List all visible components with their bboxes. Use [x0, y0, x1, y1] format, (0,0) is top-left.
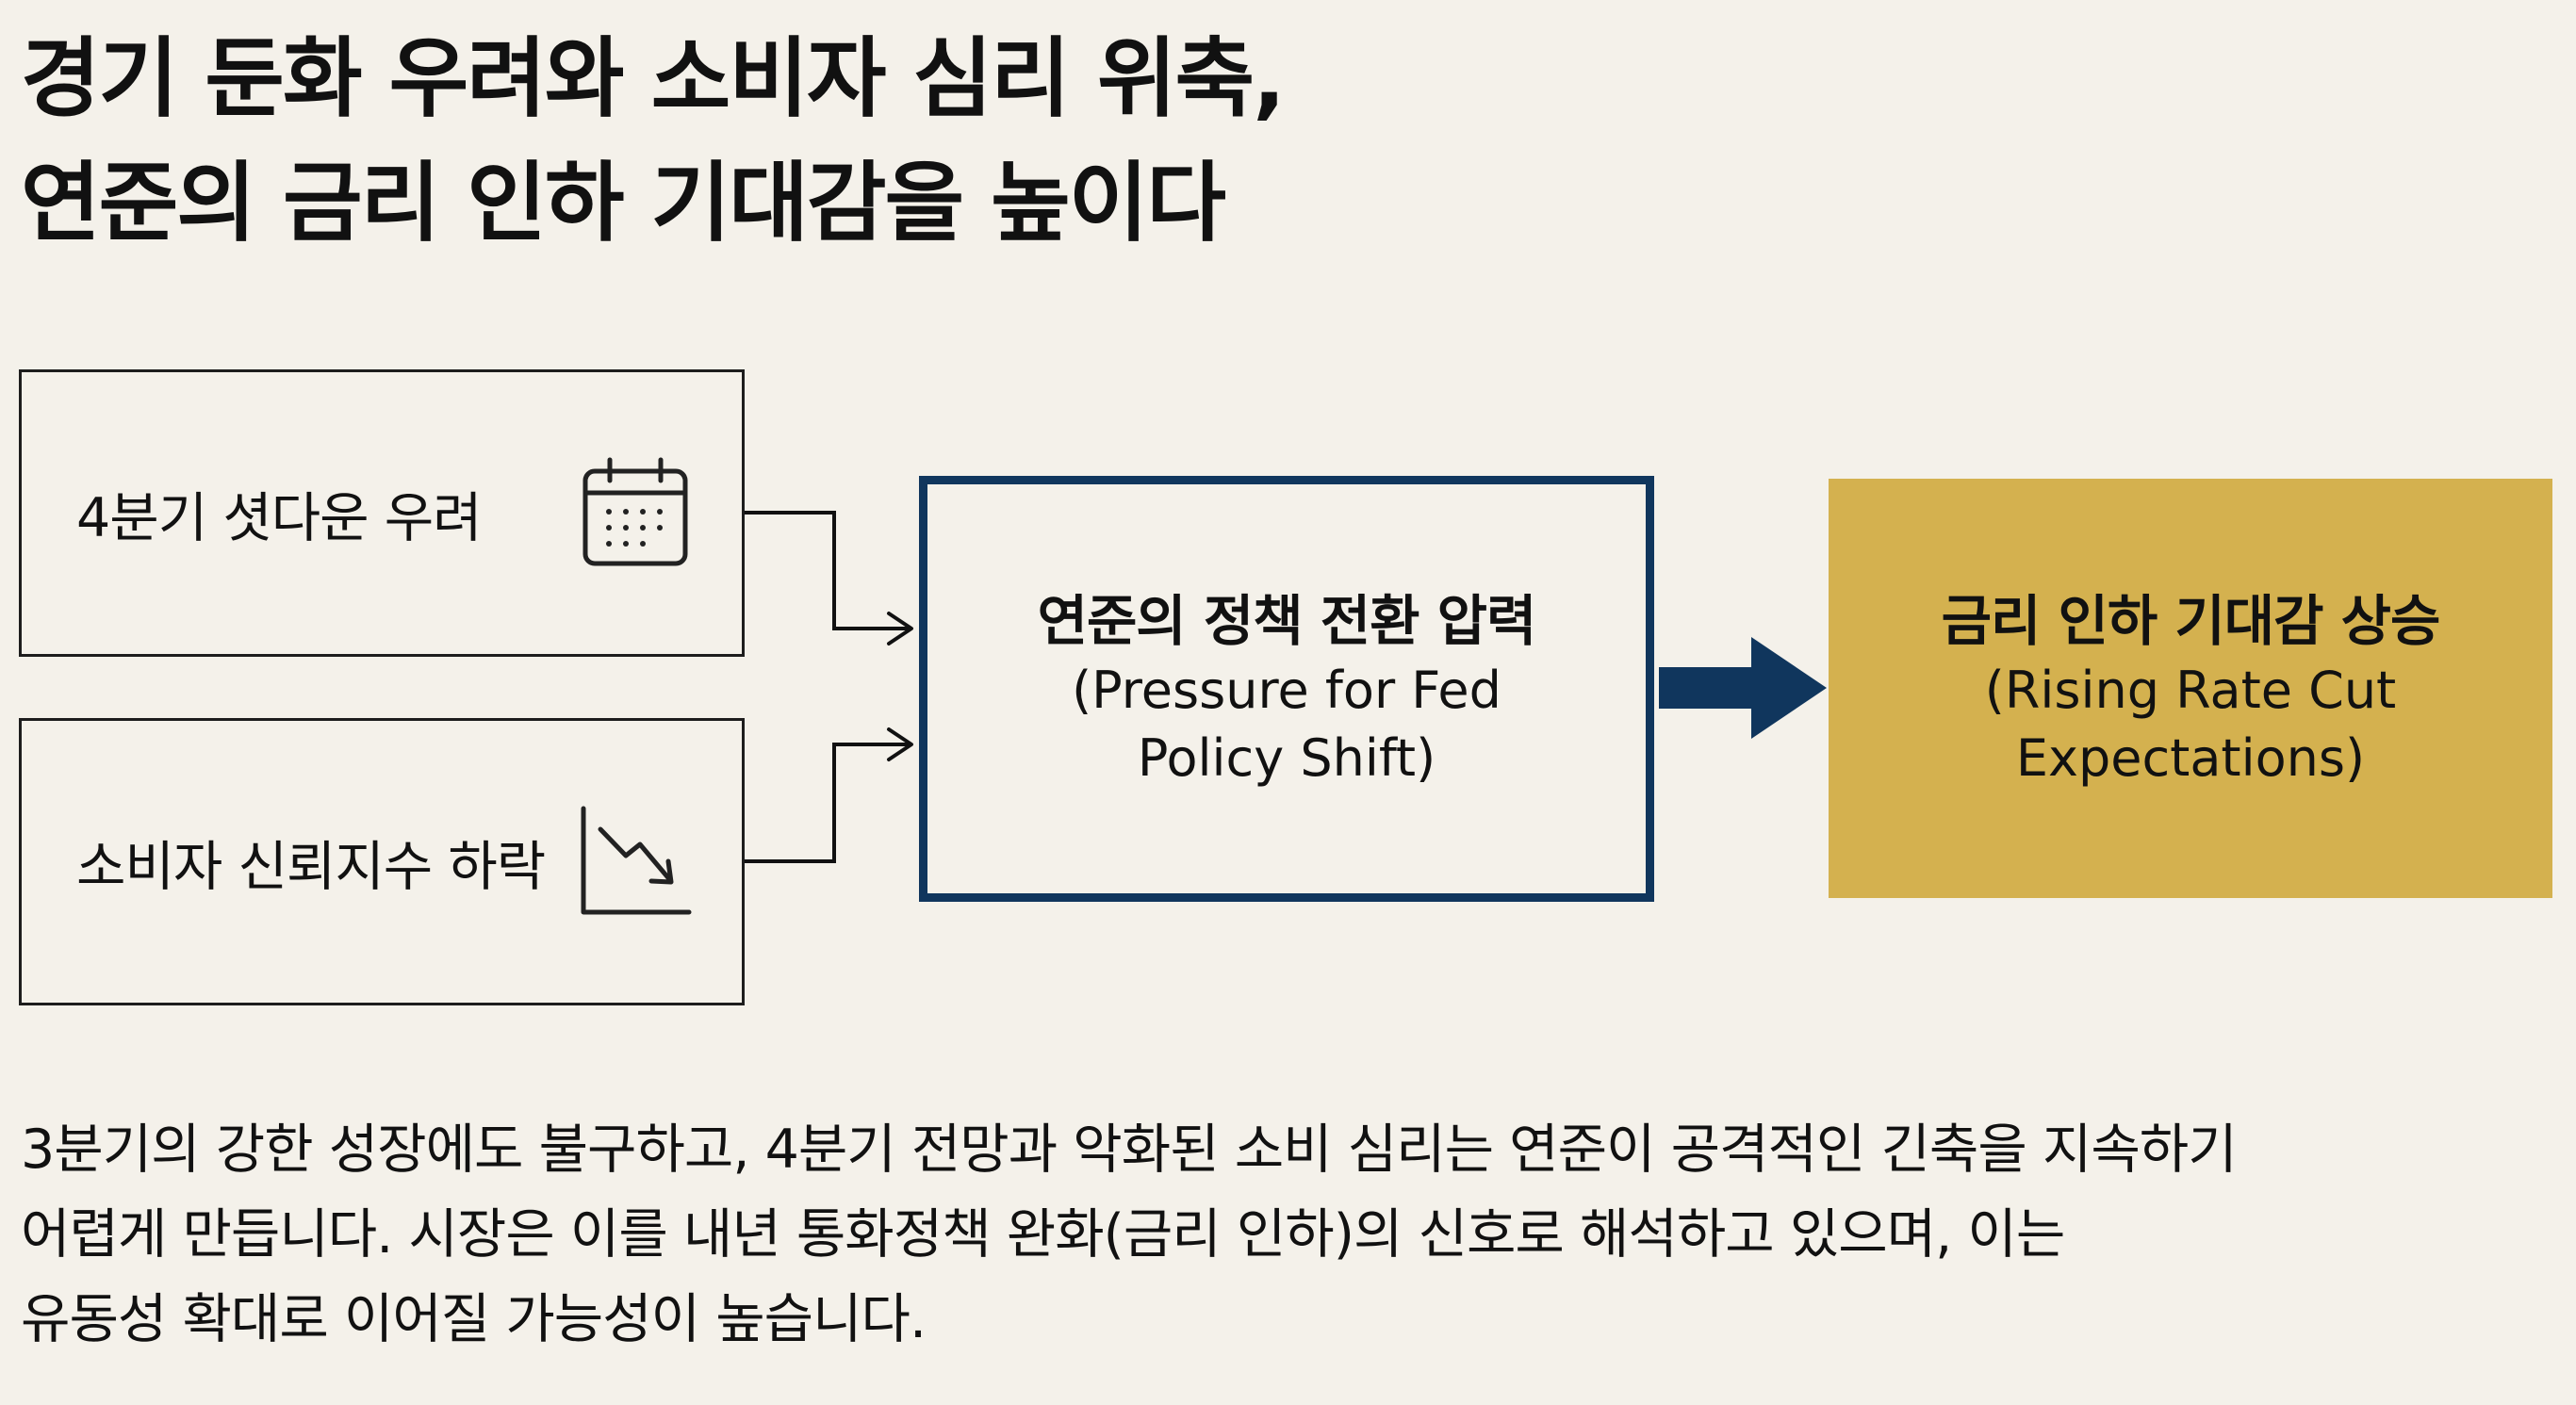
arrow-center-to-outcome	[1659, 637, 1827, 739]
page-title-line-2: 연준의 금리 인하 기대감을 높이다	[21, 153, 1226, 253]
center-box-title: 연준의 정책 전환 압력	[1037, 589, 1537, 653]
connector-sentiment-arrowhead	[887, 727, 913, 761]
input-box-shutdown-concern: 4분기 셧다운 우려	[19, 369, 745, 657]
page-title-line-1: 경기 둔화 우려와 소비자 심리 위축,	[21, 28, 1286, 129]
summary-line-2: 어렵게 만듭니다. 시장은 이를 내년 통화정책 완화(금리 인하)의 신호로 …	[21, 1203, 2065, 1266]
summary-line-3: 유동성 확대로 이어질 가능성이 높습니다.	[21, 1288, 927, 1350]
connector-sentiment-to-center	[745, 743, 911, 863]
connector-shutdown-arrowhead	[887, 612, 913, 645]
input-box-consumer-confidence-drop: 소비자 신뢰지수 하락	[19, 718, 745, 1005]
center-box-fed-policy-pressure: 연준의 정책 전환 압력 (Pressure for Fed Policy Sh…	[919, 476, 1654, 902]
outcome-box-rate-cut-expectations: 금리 인하 기대감 상승 (Rising Rate Cut Expectatio…	[1829, 479, 2552, 898]
summary-paragraph: 3분기의 강한 성장에도 불구하고, 4분기 전망과 악화된 소비 심리는 연준…	[21, 1107, 2519, 1362]
input-label-shutdown-concern: 4분기 셧다운 우려	[76, 486, 483, 549]
outcome-box-subtitle: (Rising Rate Cut Expectations)	[1984, 660, 2397, 788]
page-title: 경기 둔화 우려와 소비자 심리 위축, 연준의 금리 인하 기대감을 높이다	[21, 17, 1717, 266]
summary-line-1: 3분기의 강한 성장에도 불구하고, 4분기 전망과 악화된 소비 심리는 연준…	[21, 1119, 2238, 1181]
outcome-box-title: 금리 인하 기대감 상승	[1941, 588, 2441, 653]
calendar-icon	[574, 452, 697, 575]
trend-down-icon	[574, 801, 697, 923]
connector-shutdown-to-center	[745, 511, 911, 630]
center-box-subtitle: (Pressure for Fed Policy Shift)	[1072, 661, 1501, 788]
input-label-consumer-confidence-drop: 소비자 신뢰지수 하락	[76, 835, 546, 898]
